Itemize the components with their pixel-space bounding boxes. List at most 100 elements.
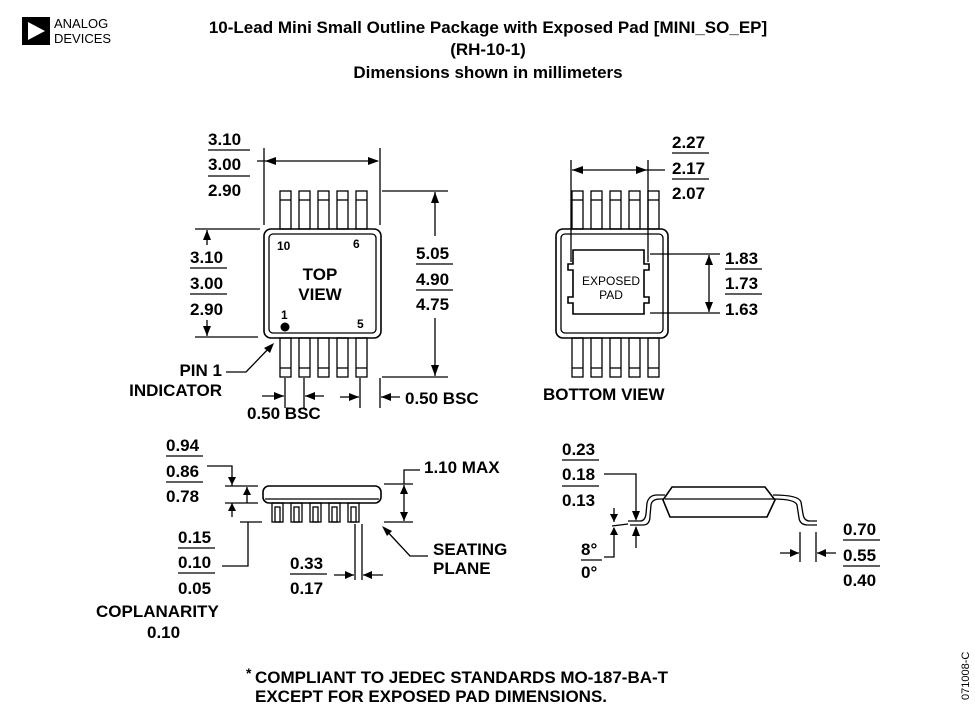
svg-text:*: *	[246, 665, 252, 681]
lead	[279, 337, 292, 378]
lead	[609, 190, 622, 230]
lead	[317, 190, 330, 230]
lead	[571, 337, 584, 378]
footnote: * COMPLIANT TO JEDEC STANDARDS MO-187-BA…	[246, 665, 669, 706]
svg-text:0.33: 0.33	[290, 554, 323, 573]
svg-text:1: 1	[281, 308, 288, 322]
svg-text:EXPOSED: EXPOSED	[582, 274, 640, 288]
pad-length-dim: 1.83 1.73 1.63	[725, 249, 762, 319]
angle-dim: 8° 0°	[581, 540, 602, 582]
svg-text:8°: 8°	[581, 540, 597, 559]
lead	[298, 337, 311, 378]
svg-text:PIN 1: PIN 1	[179, 361, 222, 380]
title-line1: 10-Lead Mini Small Outline Package with …	[209, 18, 767, 37]
max-height-label: 1.10 MAX	[424, 458, 500, 477]
svg-text:2.90: 2.90	[208, 181, 241, 200]
svg-text:0.55: 0.55	[843, 546, 876, 565]
svg-text:0.86: 0.86	[166, 462, 199, 481]
svg-text:3.00: 3.00	[190, 274, 223, 293]
lead	[279, 190, 292, 230]
svg-text:10: 10	[277, 239, 291, 253]
title-line3: Dimensions shown in millimeters	[353, 63, 622, 82]
lead	[298, 190, 311, 230]
svg-text:0.23: 0.23	[562, 440, 595, 459]
bottom-view: EXPOSED PAD BOTTOM VIEW 2.27 2.17 2.07 1…	[543, 133, 762, 404]
svg-text:6: 6	[353, 237, 360, 251]
end-view: 0.23 0.18 0.13 8° 0° 0.70 0.55	[562, 440, 880, 590]
lead	[647, 190, 660, 230]
lead	[347, 502, 360, 523]
svg-text:2.27: 2.27	[672, 133, 705, 152]
lead-thickness-dim: 0.23 0.18 0.13	[562, 440, 599, 510]
svg-text:3.10: 3.10	[190, 248, 223, 267]
lead	[647, 337, 660, 378]
svg-text:0.17: 0.17	[290, 579, 323, 598]
lead	[309, 502, 322, 523]
lead	[628, 337, 641, 378]
svg-text:3.10: 3.10	[208, 130, 241, 149]
lead	[571, 190, 584, 230]
lead	[336, 190, 349, 230]
svg-text:PAD: PAD	[599, 288, 623, 302]
document-id: 071008-C	[960, 652, 972, 700]
svg-text:2.90: 2.90	[190, 300, 223, 319]
lead	[590, 337, 603, 378]
svg-text:0.15: 0.15	[178, 528, 211, 547]
pin1-dot	[280, 322, 290, 332]
bottom-view-label: BOTTOM VIEW	[543, 385, 665, 404]
lead	[271, 502, 284, 523]
side-view: 0.94 0.86 0.78 1.10 MAX 0.15 0.10 0.	[96, 436, 507, 642]
lead	[355, 190, 368, 230]
svg-text:2.17: 2.17	[672, 159, 705, 178]
pitch-right-label: 0.50 BSC	[405, 389, 479, 408]
svg-text:0.10: 0.10	[178, 553, 211, 572]
top-view: 10 6 1 5 TOP VIEW 3.10 3.00 2.90 3.10 3.…	[129, 130, 479, 423]
svg-text:PLANE: PLANE	[433, 559, 491, 578]
svg-text:SEATING: SEATING	[433, 540, 507, 559]
svg-text:5: 5	[357, 317, 364, 331]
svg-text:0.78: 0.78	[166, 487, 199, 506]
svg-text:TOP: TOP	[303, 265, 338, 284]
standoff-height-dim: 0.94 0.86 0.78	[166, 436, 203, 506]
lead	[328, 502, 341, 523]
svg-text:1.73: 1.73	[725, 274, 758, 293]
overall-length-dim: 5.05 4.90 4.75	[416, 244, 453, 314]
lead	[317, 337, 330, 378]
svg-text:1.63: 1.63	[725, 300, 758, 319]
body-length-dim: 3.10 3.00 2.90	[190, 248, 227, 319]
coplanarity-value: 0.10	[147, 623, 180, 642]
lead	[628, 190, 641, 230]
svg-text:INDICATOR: INDICATOR	[129, 381, 222, 400]
svg-text:1.83: 1.83	[725, 249, 758, 268]
lead	[590, 190, 603, 230]
svg-text:ANALOG: ANALOG	[54, 16, 108, 31]
svg-text:2.07: 2.07	[672, 184, 705, 203]
svg-text:0.05: 0.05	[178, 579, 211, 598]
pad-width-dim: 2.27 2.17 2.07	[672, 133, 709, 203]
lead	[609, 337, 622, 378]
svg-text:0.13: 0.13	[562, 491, 595, 510]
exposed-pad-outline	[567, 249, 650, 315]
lead	[336, 337, 349, 378]
svg-text:4.75: 4.75	[416, 295, 449, 314]
svg-text:0.40: 0.40	[843, 571, 876, 590]
lead	[355, 337, 368, 378]
svg-text:VIEW: VIEW	[298, 285, 342, 304]
svg-text:5.05: 5.05	[416, 244, 449, 263]
svg-text:0°: 0°	[581, 563, 597, 582]
foot-length-dim: 0.70 0.55 0.40	[843, 520, 880, 590]
svg-text:EXCEPT FOR EXPOSED PAD DIMENSI: EXCEPT FOR EXPOSED PAD DIMENSIONS.	[255, 687, 607, 706]
coplanarity-label: COPLANARITY	[96, 602, 219, 621]
svg-text:0.70: 0.70	[843, 520, 876, 539]
pitch-label: 0.50 BSC	[247, 404, 321, 423]
title-line2: (RH-10-1)	[450, 40, 526, 59]
svg-text:4.90: 4.90	[416, 270, 449, 289]
svg-text:0.18: 0.18	[562, 465, 595, 484]
svg-text:0.94: 0.94	[166, 436, 200, 455]
standoff-dim: 0.15 0.10 0.05	[178, 528, 215, 598]
width-dim: 3.10 3.00 2.90	[208, 130, 250, 200]
lead	[290, 502, 303, 523]
svg-text:3.00: 3.00	[208, 155, 241, 174]
